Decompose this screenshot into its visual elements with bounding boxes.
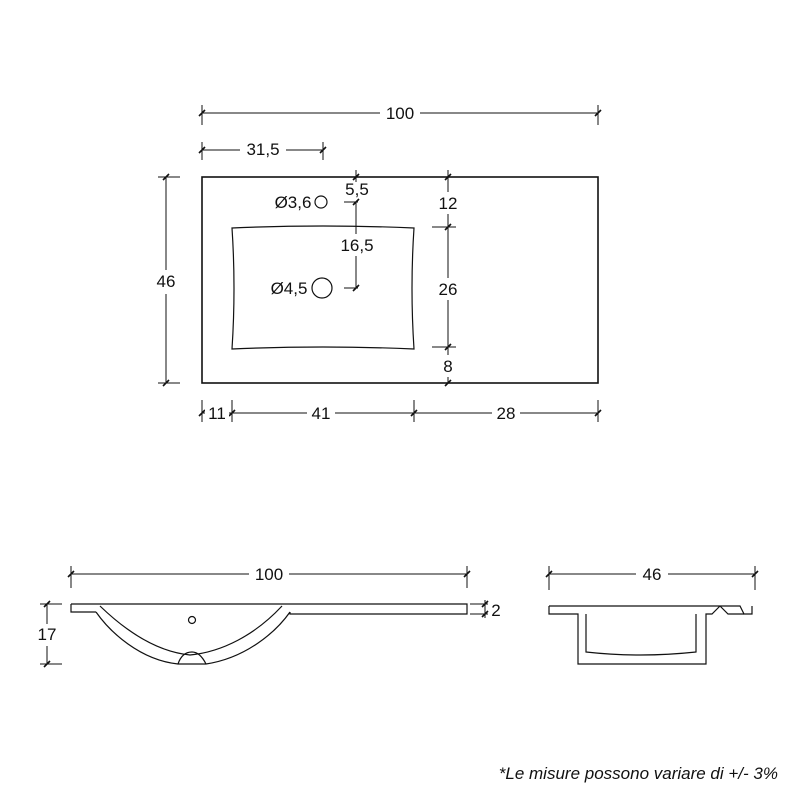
countertop-outline bbox=[201, 176, 599, 384]
dimension-width-top: 100 bbox=[198, 100, 602, 125]
label-8: 8 bbox=[443, 357, 452, 376]
tap-hole-small bbox=[314, 195, 328, 209]
basin-outline bbox=[231, 225, 415, 350]
dimension-5-5: 5,5 bbox=[345, 170, 369, 199]
front-slab bbox=[70, 603, 468, 615]
front-bowl-outer bbox=[95, 611, 291, 665]
label-height-front: 17 bbox=[38, 625, 57, 644]
label-28: 28 bbox=[497, 404, 516, 423]
label-width-top: 100 bbox=[386, 104, 414, 123]
dimension-width-front: 100 bbox=[67, 562, 471, 588]
label-width-front: 100 bbox=[255, 565, 283, 584]
side-lip bbox=[719, 605, 744, 615]
label-thickness-front: 2 bbox=[491, 601, 500, 620]
dimension-left-offset: 31,5 bbox=[198, 138, 327, 160]
top-view: 100 31,5 46 5,5 Ø3,6 bbox=[150, 100, 602, 424]
dimension-height-front: 17 bbox=[34, 600, 62, 668]
front-bowl-bottom bbox=[177, 651, 207, 665]
label-depth-top: 46 bbox=[157, 272, 176, 291]
side-profile bbox=[548, 605, 753, 665]
label-depth-side: 46 bbox=[643, 565, 662, 584]
label-left-offset: 31,5 bbox=[246, 140, 279, 159]
label-11: 11 bbox=[208, 404, 226, 423]
dimension-thickness-front: 2 bbox=[470, 600, 501, 620]
front-view: 100 17 2 bbox=[34, 562, 501, 668]
dimension-chain-bottom: 11 41 28 bbox=[198, 400, 602, 424]
label-12: 12 bbox=[439, 194, 458, 213]
tolerance-note: *Le misure possono variare di +/- 3% bbox=[498, 764, 778, 783]
dimension-depth-side: 46 bbox=[545, 562, 759, 590]
dimension-chain-right: 12 26 8 bbox=[432, 170, 464, 387]
front-overflow-hole bbox=[187, 615, 197, 625]
label-26: 26 bbox=[439, 280, 458, 299]
label-16-5: 16,5 bbox=[340, 236, 373, 255]
side-view: 46 bbox=[545, 562, 759, 665]
dimension-depth-top: 46 bbox=[150, 173, 182, 387]
label-41: 41 bbox=[312, 404, 331, 423]
label-5-5: 5,5 bbox=[345, 180, 369, 199]
front-bowl-inner bbox=[99, 605, 283, 656]
dimension-16-5: 16,5 bbox=[336, 198, 380, 292]
label-hole-small: Ø3,6 bbox=[275, 193, 312, 212]
label-hole-large: Ø4,5 bbox=[271, 279, 308, 298]
tap-hole-large bbox=[311, 277, 333, 299]
